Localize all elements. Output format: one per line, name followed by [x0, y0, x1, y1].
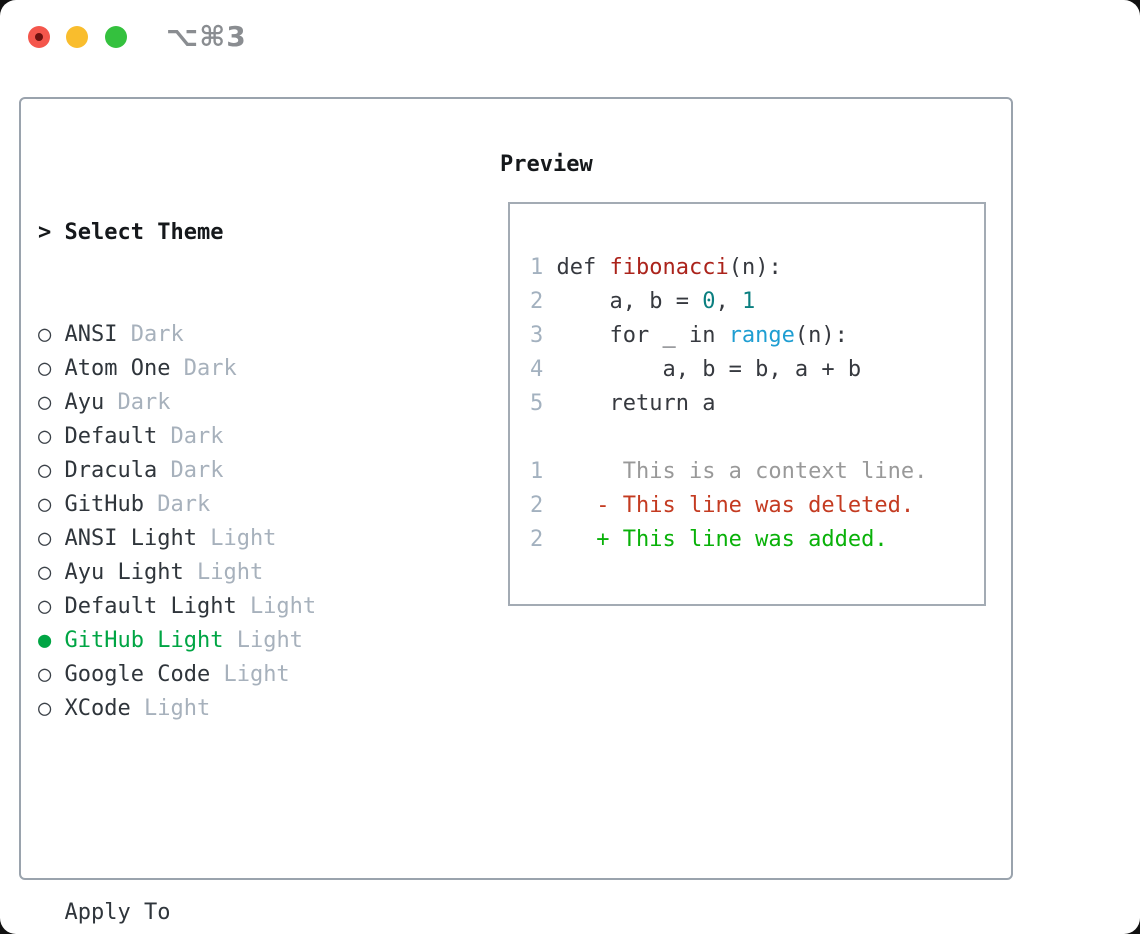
- theme-name: Atom One: [64, 356, 171, 381]
- theme-option[interactable]: ○ Default Dark: [38, 420, 409, 454]
- code-token-num: 3: [530, 323, 557, 348]
- code-token-added: + This line was added.: [556, 527, 888, 552]
- theme-variant: Dark: [117, 390, 171, 415]
- theme-name: GitHub Light: [64, 628, 224, 653]
- theme-name: GitHub: [64, 492, 144, 517]
- theme-options: ○ ANSI Dark○ Atom One Dark○ Ayu Dark○ De…: [38, 318, 409, 726]
- close-dot-icon: [35, 33, 43, 41]
- radio-icon: ○: [38, 662, 65, 687]
- radio-icon: ○: [38, 594, 65, 619]
- code-token-plain: (n):: [794, 323, 848, 348]
- code-token-num: 4: [530, 357, 557, 382]
- theme-option[interactable]: ○ Google Code Light: [38, 658, 409, 692]
- theme-name: Ayu Light: [64, 560, 184, 585]
- window-shortcut-label: ⌥⌘3: [166, 20, 247, 53]
- code-line: 2 a, b = 0, 1: [530, 285, 984, 319]
- theme-name: XCode: [64, 696, 131, 721]
- theme-variant: Light: [210, 526, 277, 551]
- radio-icon: ○: [38, 526, 65, 551]
- theme-variant: Dark: [170, 458, 224, 483]
- theme-option[interactable]: ● GitHub Light Light: [38, 624, 409, 658]
- theme-option[interactable]: ○ Ayu Dark: [38, 386, 409, 420]
- apply-to-header: Apply To: [38, 896, 409, 930]
- code-line: 1 def fibonacci(n):: [530, 251, 984, 285]
- radio-icon: ○: [38, 560, 65, 585]
- spacer: [38, 794, 409, 828]
- code-token-number: 0: [702, 289, 716, 314]
- code-token-plain: (n):: [728, 255, 782, 280]
- theme-name: ANSI Light: [64, 526, 197, 551]
- code-token-number: 1: [741, 289, 756, 314]
- theme-variant: Light: [143, 696, 211, 721]
- theme-option[interactable]: ○ Ayu Light Light: [38, 556, 409, 590]
- code-token-num: 2: [530, 527, 557, 552]
- theme-variant: Dark: [183, 356, 237, 381]
- code-token-plain: return a: [556, 391, 716, 416]
- theme-variant: Light: [223, 662, 290, 687]
- radio-icon: ○: [38, 424, 65, 449]
- select-theme-header: > Select Theme: [38, 216, 409, 250]
- code-token-title: fibonacci: [609, 255, 729, 280]
- theme-variant: Dark: [157, 492, 211, 517]
- code-line: 1 This is a context line.: [530, 455, 984, 489]
- theme-option[interactable]: ○ Default Light Light: [38, 590, 409, 624]
- code-token-num: 2: [530, 289, 557, 314]
- theme-name: Ayu: [64, 390, 105, 415]
- theme-name: Default Light: [64, 594, 237, 619]
- theme-variant: Light: [236, 628, 303, 653]
- radio-icon: ○: [38, 492, 65, 517]
- code-token-context: This is a context line.: [556, 459, 928, 484]
- radio-icon: ○: [38, 356, 65, 381]
- theme-name: Dracula: [64, 458, 158, 483]
- radio-icon: ○: [38, 322, 65, 347]
- theme-option[interactable]: ○ ANSI Dark: [38, 318, 409, 352]
- code-token-plain: ,: [715, 289, 742, 314]
- prompt-icon: >: [38, 220, 52, 245]
- theme-name: Default: [64, 424, 158, 449]
- code-token-plain: for _ in: [556, 323, 729, 348]
- theme-variant: Light: [196, 560, 264, 585]
- code-line: 2 + This line was added.: [530, 523, 984, 557]
- code-token-deleted: - This line was deleted.: [556, 493, 915, 518]
- code-token-plain: def: [556, 255, 610, 280]
- theme-variant: Dark: [130, 322, 184, 347]
- radio-icon: ○: [38, 696, 65, 721]
- preview-title: Preview: [500, 152, 593, 177]
- code-line: 3 for _ in range(n):: [530, 319, 984, 353]
- code-token-num: 2: [530, 493, 557, 518]
- selected-radio-icon: ●: [38, 628, 65, 653]
- code-line: 4 a, b = b, a + b: [530, 353, 984, 387]
- code-token-num: 5: [530, 391, 557, 416]
- apply-to-title: Apply To: [64, 900, 171, 925]
- theme-variant: Light: [249, 594, 317, 619]
- code-token-num: 1: [530, 255, 557, 280]
- theme-list-column: > Select Theme ○ ANSI Dark○ Atom One Dar…: [38, 148, 409, 934]
- theme-option[interactable]: ○ Atom One Dark: [38, 352, 409, 386]
- code-line: [530, 421, 984, 455]
- theme-option[interactable]: ○ Dracula Dark: [38, 454, 409, 488]
- theme-option[interactable]: ○ GitHub Dark: [38, 488, 409, 522]
- theme-option[interactable]: ○ XCode Light: [38, 692, 409, 726]
- theme-picker-panel: [19, 97, 1013, 880]
- code-token-plain: a, b =: [556, 289, 703, 314]
- code-line: 5 return a: [530, 387, 984, 421]
- code-token-num: 1: [530, 459, 557, 484]
- radio-icon: ○: [38, 458, 65, 483]
- minimize-button[interactable]: [66, 26, 88, 48]
- code-token-plain: a, b = b, a + b: [556, 357, 862, 382]
- theme-option[interactable]: ○ ANSI Light Light: [38, 522, 409, 556]
- theme-name: ANSI: [64, 322, 118, 347]
- code-token-builtin: range: [728, 323, 795, 348]
- radio-icon: ○: [38, 390, 65, 415]
- theme-name: Google Code: [64, 662, 211, 687]
- theme-variant: Dark: [170, 424, 224, 449]
- close-button[interactable]: [28, 26, 50, 48]
- code-line: 2 - This line was deleted.: [530, 489, 984, 523]
- select-theme-title: Select Theme: [64, 220, 224, 245]
- maximize-button[interactable]: [105, 26, 127, 48]
